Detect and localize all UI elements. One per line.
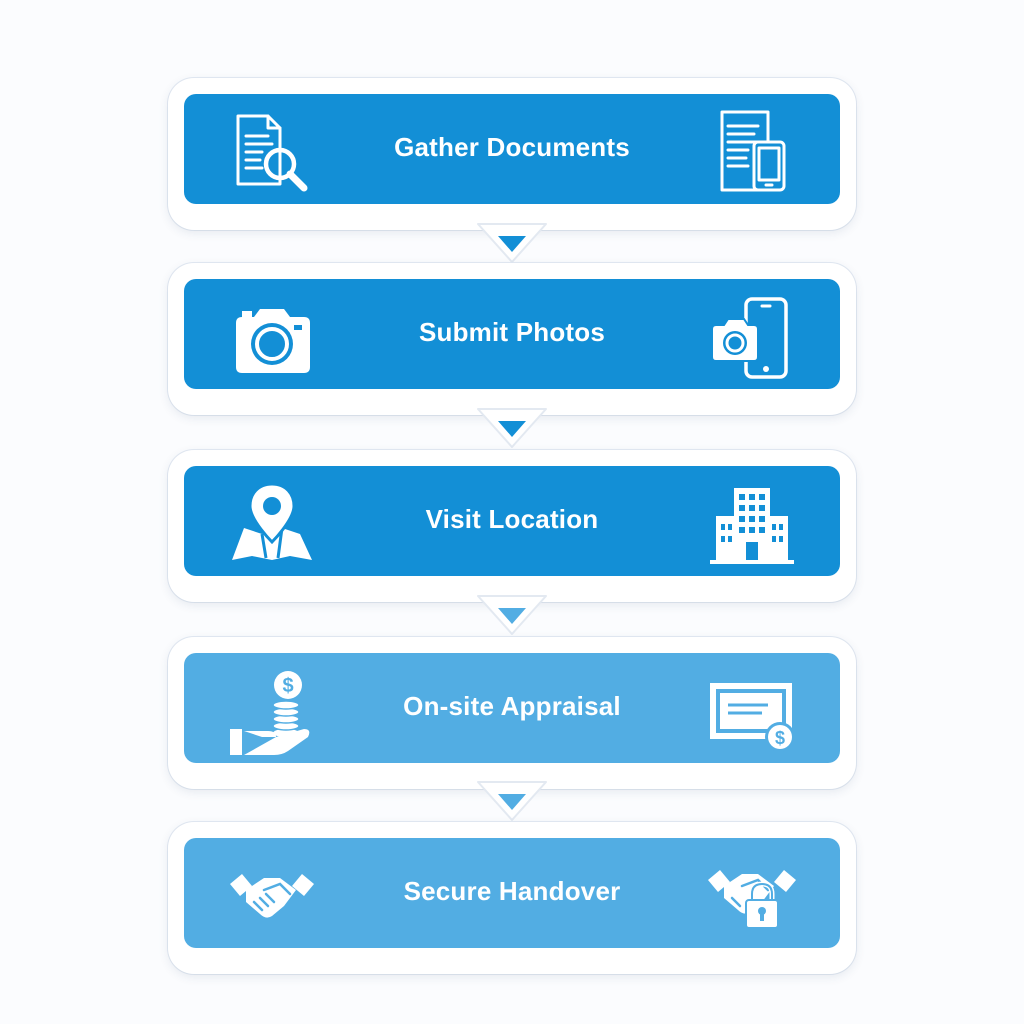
step-panel: Gather Documents [184, 94, 840, 204]
building-icon [704, 478, 800, 574]
handshake-icon [224, 850, 320, 946]
step-panel: Submit Photos [184, 279, 840, 389]
document-search-icon [224, 106, 320, 202]
camera-icon [224, 291, 320, 387]
step-label: Secure Handover [403, 875, 621, 906]
step-label: Gather Documents [394, 131, 630, 162]
certificate-dollar-icon: $ [704, 665, 800, 761]
flow-arrow [476, 594, 548, 638]
flow-arrow [476, 222, 548, 266]
svg-text:$: $ [775, 728, 785, 748]
step-on-site-appraisal: $ On-site Appraisal $ [168, 637, 856, 789]
step-submit-photos: Submit Photos [168, 263, 856, 415]
flow-arrow [476, 780, 548, 824]
step-panel: $ On-site Appraisal $ [184, 653, 840, 763]
map-pin-icon [224, 478, 320, 574]
hand-coins-icon: $ [224, 665, 320, 761]
step-label: Submit Photos [418, 316, 606, 347]
svg-text:$: $ [282, 675, 293, 697]
step-gather-documents: Gather Documents [168, 78, 856, 230]
step-secure-handover: Secure Handover [168, 822, 856, 974]
step-label: Visit Location [425, 503, 599, 534]
step-label: On-site Appraisal [403, 690, 621, 721]
camera-phone-icon [704, 291, 800, 387]
flow-arrow [476, 407, 548, 451]
document-mobile-icon [704, 106, 800, 202]
step-panel: Visit Location [184, 466, 840, 576]
step-panel: Secure Handover [184, 838, 840, 948]
handshake-lock-icon [704, 850, 800, 946]
step-visit-location: Visit Location [168, 450, 856, 602]
